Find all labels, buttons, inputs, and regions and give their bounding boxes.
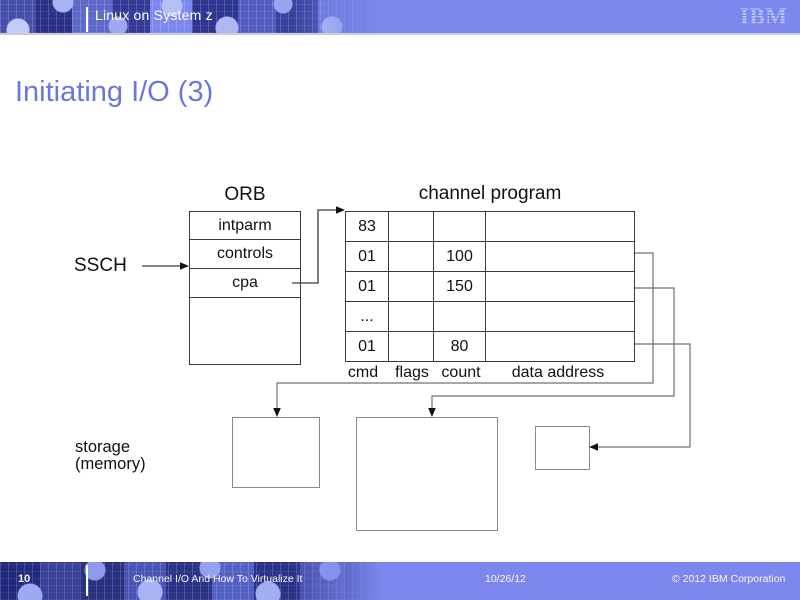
- orb-table: intparm controls cpa: [189, 211, 301, 365]
- orb-table-title: ORB: [224, 184, 266, 205]
- cell-data-address: [486, 332, 634, 361]
- cpa-to-channel-program-arrowhead-icon: [336, 206, 345, 214]
- footer-texture-collage: [0, 562, 385, 600]
- cell-flags: [389, 212, 434, 241]
- column-label-flags: flags: [395, 364, 429, 381]
- footer-copyright: © 2012 IBM Corporation: [672, 573, 786, 585]
- storage-box-1: [232, 417, 320, 488]
- cell-count: 80: [434, 332, 486, 361]
- channel-program-row: ...: [346, 302, 634, 332]
- orb-row-empty: [190, 298, 300, 364]
- cell-count: 150: [434, 272, 486, 301]
- cell-cmd: ...: [346, 302, 389, 331]
- channel-program-row: 01 100: [346, 242, 634, 272]
- channel-program-row: 01 150: [346, 272, 634, 302]
- cell-data-address: [486, 302, 634, 331]
- cell-data-address: [486, 242, 634, 271]
- cell-cmd: 01: [346, 272, 389, 301]
- cell-cmd: 01: [346, 242, 389, 271]
- channel-program-row: 83: [346, 212, 634, 242]
- header-divider-line: [86, 7, 88, 32]
- orb-row-intparm: intparm: [190, 212, 300, 240]
- column-label-cmd: cmd: [347, 364, 379, 381]
- ccw1-arrowhead-icon: [273, 408, 281, 417]
- channel-program-title: channel program: [418, 183, 562, 204]
- cell-flags: [389, 332, 434, 361]
- footer-band: 10 Channel I/O And How To Virtualize It …: [0, 562, 800, 600]
- storage-label-line1: storage: [75, 438, 131, 456]
- page-number: 10: [18, 573, 31, 585]
- ssch-label: SSCH: [74, 255, 127, 276]
- footer-date: 10/26/12: [485, 573, 526, 585]
- cell-count: 100: [434, 242, 486, 271]
- header-band-title: Linux on System z: [95, 7, 213, 23]
- channel-program-table: 83 01 100 01 150 ... 01 80: [345, 211, 635, 362]
- column-label-count: count: [441, 364, 481, 381]
- header-texture-collage: [0, 0, 385, 33]
- footer-deck-title: Channel I/O And How To Virtualize It: [133, 573, 303, 585]
- ccw3-arrowhead-icon: [589, 443, 598, 451]
- ibm-logo-text: IBM: [740, 5, 788, 28]
- header-band: Linux on System z IBM: [0, 0, 800, 35]
- cell-cmd: 01: [346, 332, 389, 361]
- storage-box-2: [356, 417, 498, 531]
- storage-memory-label: storage (memory): [75, 439, 146, 473]
- cell-flags: [389, 272, 434, 301]
- cell-data-address: [486, 212, 634, 241]
- cell-count: [434, 212, 486, 241]
- page-title: Initiating I/O (3): [15, 76, 214, 108]
- ibm-logo-icon: IBM: [740, 5, 788, 28]
- orb-row-cpa: cpa: [190, 269, 300, 298]
- orb-row-controls: controls: [190, 240, 300, 269]
- cell-flags: [389, 302, 434, 331]
- column-label-data-address: data address: [511, 364, 605, 381]
- storage-label-line2: (memory): [75, 455, 146, 473]
- cell-data-address: [486, 272, 634, 301]
- cell-count: [434, 302, 486, 331]
- ssch-to-orb-arrowhead-icon: [180, 262, 189, 270]
- storage-box-3: [535, 426, 590, 470]
- cell-cmd: 83: [346, 212, 389, 241]
- channel-program-row: 01 80: [346, 332, 634, 361]
- footer-divider-line: [86, 565, 88, 596]
- cell-flags: [389, 242, 434, 271]
- ccw2-arrowhead-icon: [428, 408, 436, 417]
